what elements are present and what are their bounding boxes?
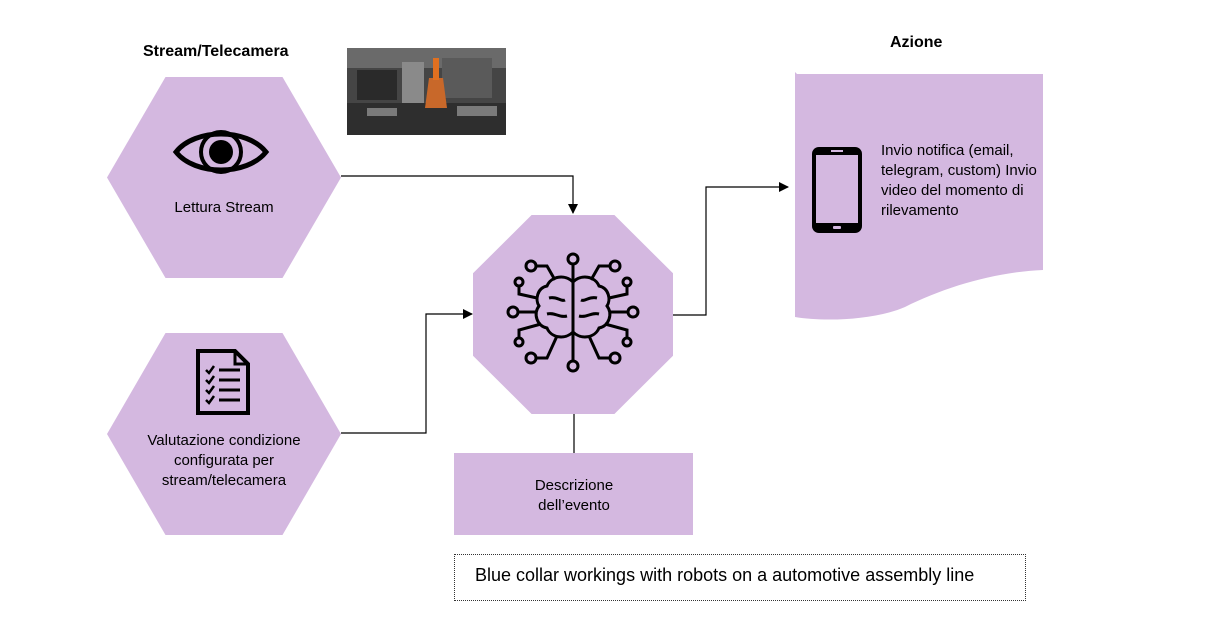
arrow-stream-to-ai (341, 175, 578, 214)
event-description-label: Descrizione dell’evento (534, 477, 614, 514)
event-description-node (454, 453, 693, 535)
evaluate-condition-label: Valutazione condizione configurata per s… (147, 432, 301, 489)
action-heading: Azione (890, 34, 943, 51)
image-caption: Blue collar workings with robots on a au… (454, 554, 1026, 601)
source-heading: Stream/Telecamera (143, 43, 289, 60)
read-stream-label: Lettura Stream (174, 199, 274, 216)
arrow-condition-to-ai (341, 309, 473, 434)
action-label: Invio notifica (email, telegram, custom)… (881, 142, 1037, 219)
read-stream-node (107, 77, 341, 278)
camera-thumbnail (347, 48, 506, 135)
arrow-ai-to-action (673, 182, 789, 316)
